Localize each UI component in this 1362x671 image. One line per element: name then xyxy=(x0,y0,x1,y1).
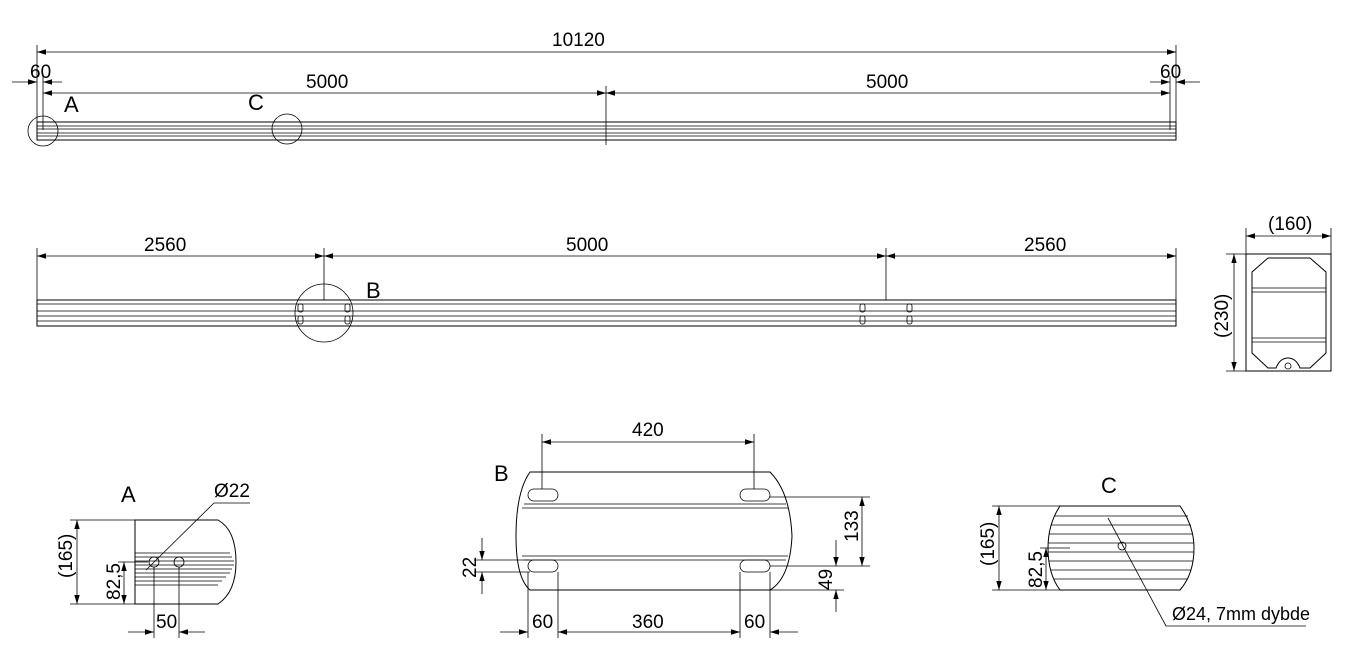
dim-bottom-right: 60 xyxy=(744,612,765,633)
dim-note: Ø24, 7mm dybde xyxy=(1172,604,1310,624)
beam-side-outline xyxy=(36,299,1177,327)
dim-right: 2560 xyxy=(1024,235,1066,256)
slot xyxy=(527,488,559,502)
detail-circle-a xyxy=(27,115,59,147)
dim-bottom-left: 60 xyxy=(532,612,553,633)
slot xyxy=(906,315,913,325)
top-view: 10120 60 60 5000 5000 A C xyxy=(12,30,1200,147)
leader-line xyxy=(1107,517,1167,627)
label-a: A xyxy=(64,92,79,117)
leader-line xyxy=(145,502,215,571)
hole xyxy=(1117,541,1127,551)
beam-top-outline xyxy=(36,121,1177,141)
detail-a: A Ø22 (165) 82,5 50 xyxy=(56,481,250,638)
detail-b-title: B xyxy=(494,461,509,486)
slot xyxy=(859,315,866,325)
slot xyxy=(344,315,351,325)
dim-height: (165) xyxy=(56,534,77,578)
dim-left-slot: 22 xyxy=(460,557,481,578)
dim-left-end: 60 xyxy=(30,62,51,83)
detail-a-title: A xyxy=(121,482,136,507)
slot xyxy=(297,303,304,313)
slot xyxy=(739,559,771,573)
section-frame xyxy=(1245,253,1332,372)
section-hole xyxy=(1284,362,1292,370)
detail-circle-b xyxy=(294,283,354,343)
dim-seg2: 5000 xyxy=(866,72,908,93)
dim-height: (165) xyxy=(978,522,999,566)
dim-right-small: 49 xyxy=(816,569,837,590)
section-profile xyxy=(1251,257,1327,369)
slot xyxy=(859,303,866,313)
dim-mid: 5000 xyxy=(566,235,608,256)
detail-a-profile xyxy=(134,519,237,605)
detail-c: C Ø24, 7mm dybde (165) 82,5 xyxy=(978,473,1310,627)
dim-center: 82,5 xyxy=(1026,551,1047,588)
detail-b: B 420 133 49 22 xyxy=(460,420,870,638)
slot xyxy=(344,303,351,313)
label-c: C xyxy=(248,90,264,115)
dim-height: (230) xyxy=(1212,294,1233,338)
slot xyxy=(906,303,913,313)
dim-spacing: 50 xyxy=(156,612,177,633)
slot xyxy=(527,559,559,573)
side-view: 2560 5000 2560 B xyxy=(36,235,1177,343)
dim-width: (160) xyxy=(1268,214,1312,235)
detail-c-profile xyxy=(1047,505,1195,591)
dim-right-end: 60 xyxy=(1160,62,1181,83)
cross-section: (160) (230) xyxy=(1212,214,1332,372)
dim-seg1: 5000 xyxy=(306,72,348,93)
detail-circle-c xyxy=(271,113,303,145)
dim-right-height: 133 xyxy=(842,510,863,542)
slot xyxy=(739,488,771,502)
dim-left: 2560 xyxy=(144,235,186,256)
detail-c-title: C xyxy=(1101,473,1117,498)
slot xyxy=(297,315,304,325)
dim-total: 10120 xyxy=(552,30,605,51)
dim-top: 420 xyxy=(632,420,664,441)
dim-bottom-mid: 360 xyxy=(632,612,664,633)
label-b: B xyxy=(366,278,381,303)
dim-diameter: Ø22 xyxy=(214,481,250,502)
hole xyxy=(173,556,185,568)
dim-center: 82,5 xyxy=(104,563,125,600)
